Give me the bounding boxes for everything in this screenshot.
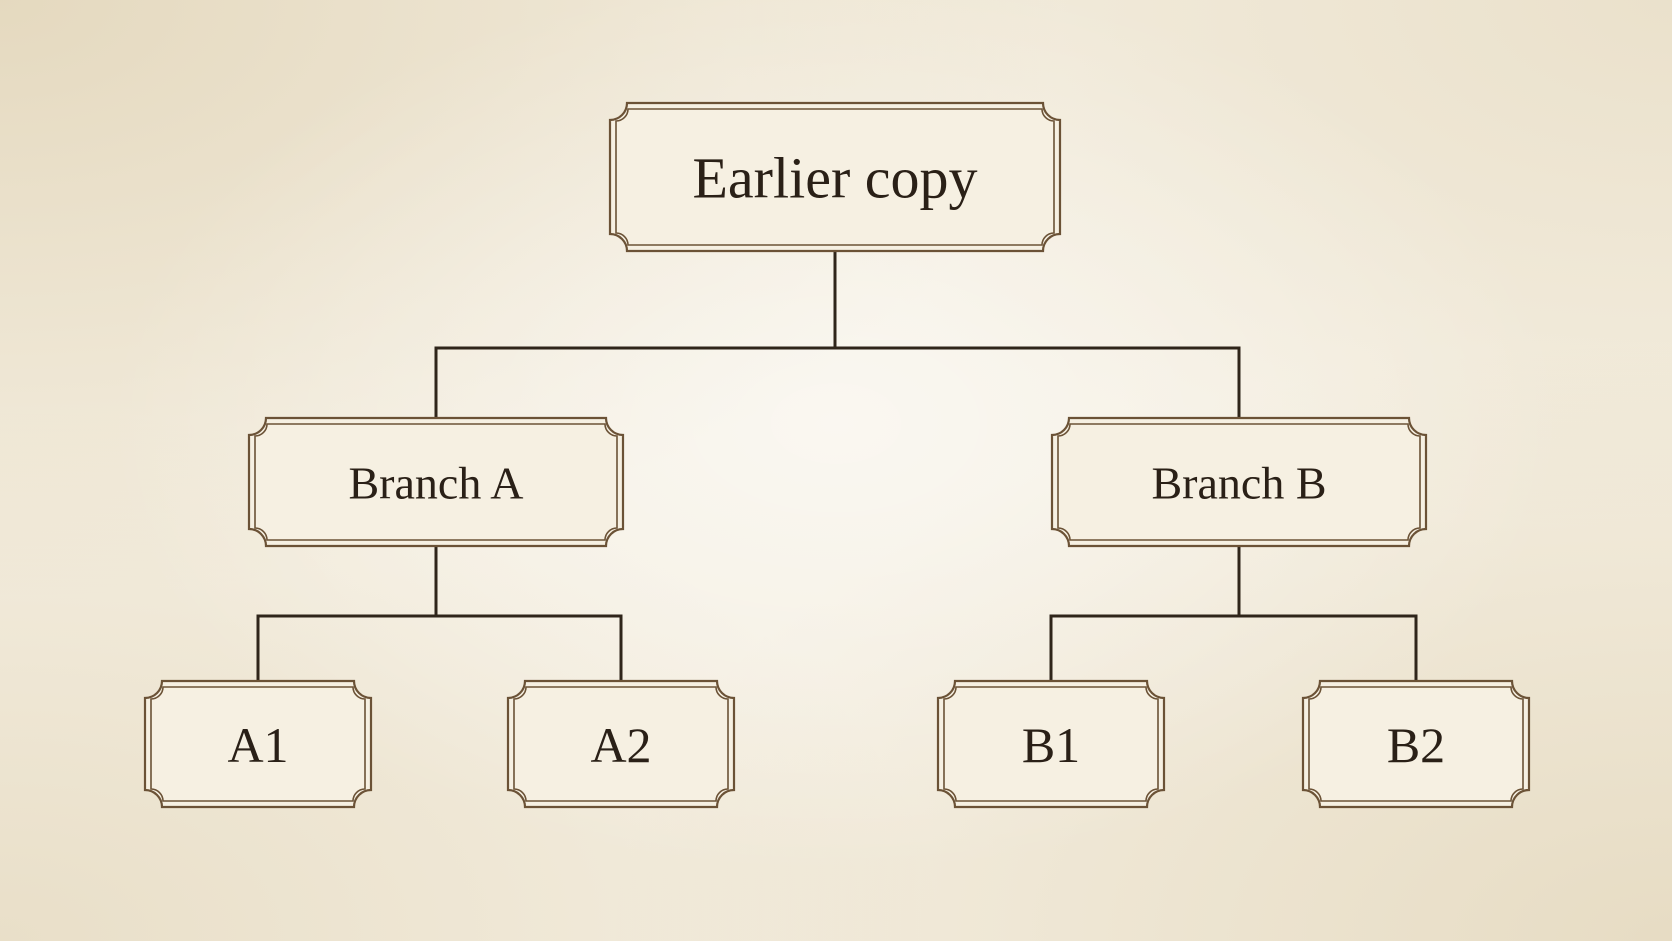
node-frame-outer [143, 679, 373, 809]
node-frame-inner [150, 686, 366, 802]
node-frame-outer [608, 101, 1062, 253]
node-branch-b: Branch B [1050, 416, 1428, 548]
node-label-a2: A2 [590, 717, 651, 773]
node-frame-outer [506, 679, 736, 809]
node-label-b2: B2 [1387, 717, 1445, 773]
node-frame-outer [936, 679, 1166, 809]
node-a2: A2 [506, 679, 736, 809]
node-frame-outer [247, 416, 625, 548]
node-b2: B2 [1301, 679, 1531, 809]
node-root: Earlier copy [608, 101, 1062, 253]
node-frame-inner [254, 423, 618, 541]
node-frame-inner [943, 686, 1159, 802]
node-frame-inner [513, 686, 729, 802]
node-label-b1: B1 [1022, 717, 1080, 773]
node-a1: A1 [143, 679, 373, 809]
node-frame-outer [1050, 416, 1428, 548]
node-frame-outer [1301, 679, 1531, 809]
node-label-branch-a: Branch A [348, 458, 523, 509]
node-frame-inner [1308, 686, 1524, 802]
node-label-branch-b: Branch B [1151, 458, 1326, 509]
node-label-a1: A1 [227, 717, 288, 773]
node-label-root: Earlier copy [692, 146, 977, 211]
node-branch-a: Branch A [247, 416, 625, 548]
node-frame-inner [1057, 423, 1421, 541]
node-b1: B1 [936, 679, 1166, 809]
node-frame-inner [615, 108, 1055, 246]
connectors [256, 249, 1418, 683]
